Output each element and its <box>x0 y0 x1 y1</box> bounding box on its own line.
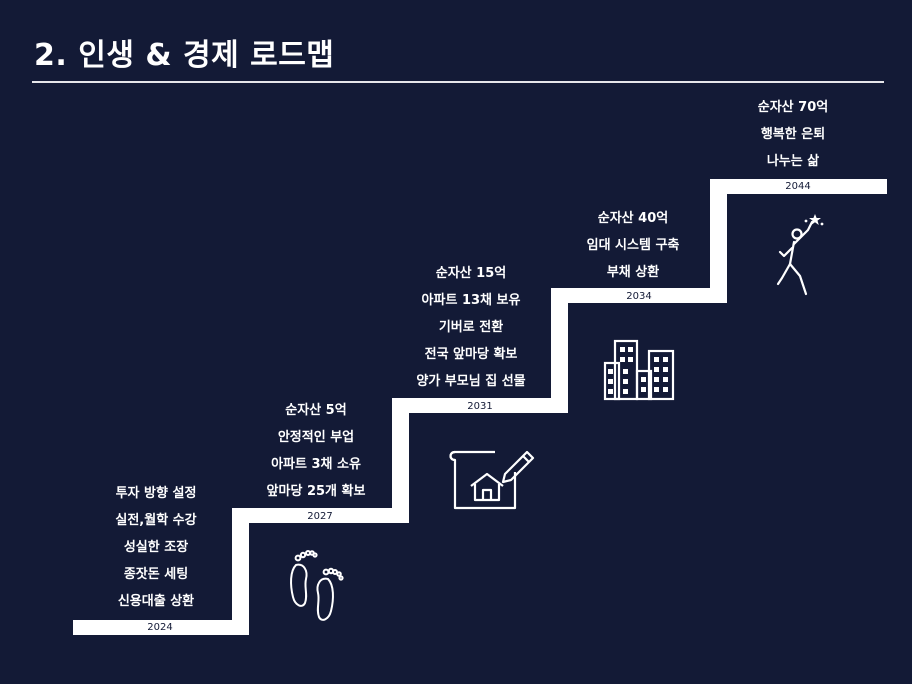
goals-2044: 순자산 70억 행복한 은퇴 나누는 삶 <box>703 94 883 175</box>
goal-item: 순자산 40억 <box>597 211 669 226</box>
goal-item: 순자산 15억 <box>435 266 507 281</box>
footprints-icon <box>290 550 344 621</box>
goals-2034: 순자산 40억 임대 시스템 구축 부채 상환 <box>543 205 723 286</box>
goal-item: 투자 방향 설정 <box>115 486 197 501</box>
year-label-2031: 2031 <box>467 401 493 412</box>
goal-item: 순자산 5억 <box>285 403 347 418</box>
goals-2027: 순자산 5억 안정적인 부업 아파트 3채 소유 앞마당 25개 확보 <box>226 397 406 505</box>
goal-item: 실전,월학 수강 <box>115 513 197 528</box>
year-label-2027: 2027 <box>307 511 333 522</box>
goal-item: 신용대출 상환 <box>117 594 195 609</box>
goal-item: 아파트 3채 소유 <box>271 457 361 472</box>
goal-item: 전국 앞마당 확보 <box>424 347 518 362</box>
year-label-2044: 2044 <box>785 181 811 192</box>
goal-item: 나누는 삶 <box>766 154 820 169</box>
goal-item: 순자산 70억 <box>757 100 829 115</box>
reaching-star-icon <box>776 214 824 296</box>
goal-item: 임대 시스템 구축 <box>586 238 680 253</box>
goals-2031: 순자산 15억 아파트 13채 보유 기버로 전환 전국 앞마당 확보 양가 부… <box>381 260 561 395</box>
goal-item: 종잣돈 세팅 <box>123 567 189 582</box>
house-blueprint-icon <box>449 450 535 510</box>
goal-item: 앞마당 25개 확보 <box>266 484 366 499</box>
goal-item: 기버로 전환 <box>438 320 504 335</box>
page-title: 2. 인생 & 경제 로드맵 <box>34 38 335 73</box>
year-label-2024: 2024 <box>147 622 173 633</box>
goal-item: 양가 부모님 집 선물 <box>416 374 526 389</box>
buildings-icon <box>603 339 675 401</box>
goal-item: 부채 상환 <box>606 265 660 280</box>
year-label-2034: 2034 <box>626 291 652 302</box>
goal-item: 성실한 조장 <box>123 540 189 555</box>
goal-item: 안정적인 부업 <box>277 430 355 445</box>
title-divider <box>32 81 884 83</box>
goal-item: 행복한 은퇴 <box>760 127 826 142</box>
goal-item: 아파트 13채 보유 <box>421 293 521 308</box>
goals-2024: 투자 방향 설정 실전,월학 수강 성실한 조장 종잣돈 세팅 신용대출 상환 <box>66 480 246 615</box>
